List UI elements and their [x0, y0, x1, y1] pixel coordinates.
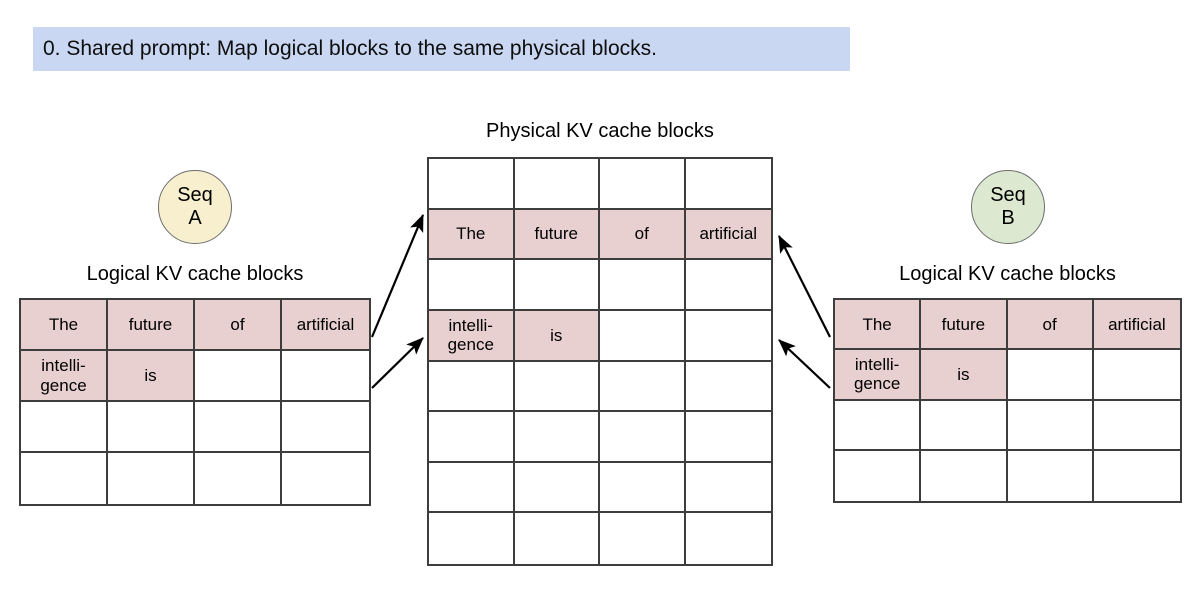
physical-cell-r1-c3 [600, 159, 686, 210]
physical-cell-r3-c4 [685, 260, 771, 311]
physical-cell-r5-c4 [685, 362, 771, 413]
logical-a-cell-r2-c2: is [108, 351, 195, 402]
physical-cell-r3-c1 [429, 260, 515, 311]
logical-a-cell-r1-c4: artificial [282, 300, 369, 351]
logical-b-cell-r4-c1 [835, 450, 922, 501]
logical-a-cell-r4-c4 [282, 453, 369, 504]
step-banner-text: 0. Shared prompt: Map logical blocks to … [43, 37, 657, 61]
physical-cell-r7-c2 [514, 462, 600, 514]
logical-b-cell-r1-c2: future [921, 300, 1008, 351]
logical-a-cell-r1-c3: of [195, 300, 282, 351]
logical-a-cell-r2-c1: intelli- gence [21, 351, 108, 402]
physical-cell-r7-c3 [600, 462, 686, 514]
logical-b-cell-r1-c3: of [1007, 300, 1094, 351]
logical-b-cell-r2-c4 [1093, 350, 1180, 401]
logical-b-cell-r3-c4 [1093, 401, 1180, 451]
seq-b-label-line2: B [1001, 207, 1015, 229]
logical-a-cell-r4-c1 [21, 453, 108, 504]
physical-cell-r8-c1 [429, 513, 515, 564]
seq-b-label-line1: Seq [990, 184, 1026, 206]
physical-cell-r4-c1: intelli- gence [429, 310, 515, 362]
physical-cell-r8-c2 [515, 513, 600, 564]
logical-a-cell-r4-c3 [195, 453, 282, 504]
seq-a-badge: Seq A [158, 170, 232, 244]
logical-b-cell-r2-c3 [1007, 350, 1094, 401]
physical-cell-r7-c4 [685, 463, 771, 514]
physical-cell-r2-c1: The [429, 209, 515, 261]
arrow-seq-a-row2-to-physical-row4 [371, 337, 424, 389]
logical-a-cell-r1-c2: future [108, 300, 195, 351]
physical-cell-r2-c3: of [600, 209, 686, 261]
logical-a-cell-r2-c4 [282, 351, 369, 402]
logical-blocks-b-title: Logical KV cache blocks [899, 263, 1116, 285]
physical-cell-r3-c2 [514, 260, 600, 311]
logical-a-cell-r3-c1 [21, 402, 108, 453]
logical-b-cell-r1-c1: The [835, 300, 922, 351]
physical-cell-r6-c3 [600, 412, 686, 463]
physical-cell-r5-c3 [600, 361, 686, 413]
physical-cell-r1-c1 [429, 159, 515, 210]
physical-blocks-title: Physical KV cache blocks [486, 120, 714, 142]
logical-b-cell-r4-c2 [921, 450, 1008, 501]
physical-cell-r6-c4 [685, 412, 771, 463]
logical-a-cell-r3-c3 [195, 402, 282, 453]
logical-a-cell-r4-c2 [108, 453, 195, 504]
logical-b-cell-r2-c2: is [921, 350, 1008, 401]
physical-cell-r1-c2 [514, 159, 600, 210]
logical-b-cell-r1-c4: artificial [1093, 300, 1180, 351]
logical-b-cell-r2-c1: intelli- gence [835, 350, 922, 401]
arrow-seq-b-row2-to-physical-row4 [778, 339, 831, 389]
physical-cell-r2-c2: future [514, 209, 600, 261]
physical-cell-r4-c3 [600, 310, 686, 362]
physical-cell-r3-c3 [600, 260, 686, 311]
logical-a-cell-r2-c3 [195, 351, 282, 402]
logical-a-cell-r1-c1: The [21, 300, 108, 351]
logical-blocks-a-title: Logical KV cache blocks [86, 263, 304, 285]
step-banner: 0. Shared prompt: Map logical blocks to … [33, 27, 850, 71]
logical-b-cell-r4-c3 [1008, 450, 1094, 501]
physical-cell-r5-c1 [429, 361, 515, 413]
physical-cell-r4-c4 [685, 311, 771, 362]
seq-b-badge: Seq B [971, 170, 1045, 244]
logical-b-cell-r4-c4 [1094, 451, 1180, 501]
physical-cell-r5-c2 [514, 361, 600, 413]
logical-a-cell-r3-c2 [108, 402, 195, 453]
logical-b-cell-r3-c3 [1007, 400, 1094, 451]
physical-cell-r7-c1 [429, 462, 515, 514]
seq-a-label-line2: A [188, 207, 202, 229]
arrow-seq-a-row1-to-physical-row2 [370, 213, 425, 338]
arrow-seq-b-row1-to-physical-row2 [778, 235, 831, 338]
logical-b-cell-r3-c2 [921, 400, 1008, 451]
physical-cell-r6-c2 [514, 412, 600, 463]
logical-a-cell-r3-c4 [282, 402, 369, 453]
physical-cell-r8-c4 [686, 513, 772, 564]
physical-cell-r1-c4 [685, 159, 771, 210]
physical-cell-r6-c1 [429, 412, 515, 463]
physical-cell-r4-c2: is [514, 310, 600, 362]
logical-b-cell-r3-c1 [835, 400, 922, 451]
seq-a-label-line1: Seq [177, 184, 213, 206]
physical-cell-r2-c4: artificial [685, 209, 771, 261]
physical-cell-r8-c3 [600, 513, 686, 564]
